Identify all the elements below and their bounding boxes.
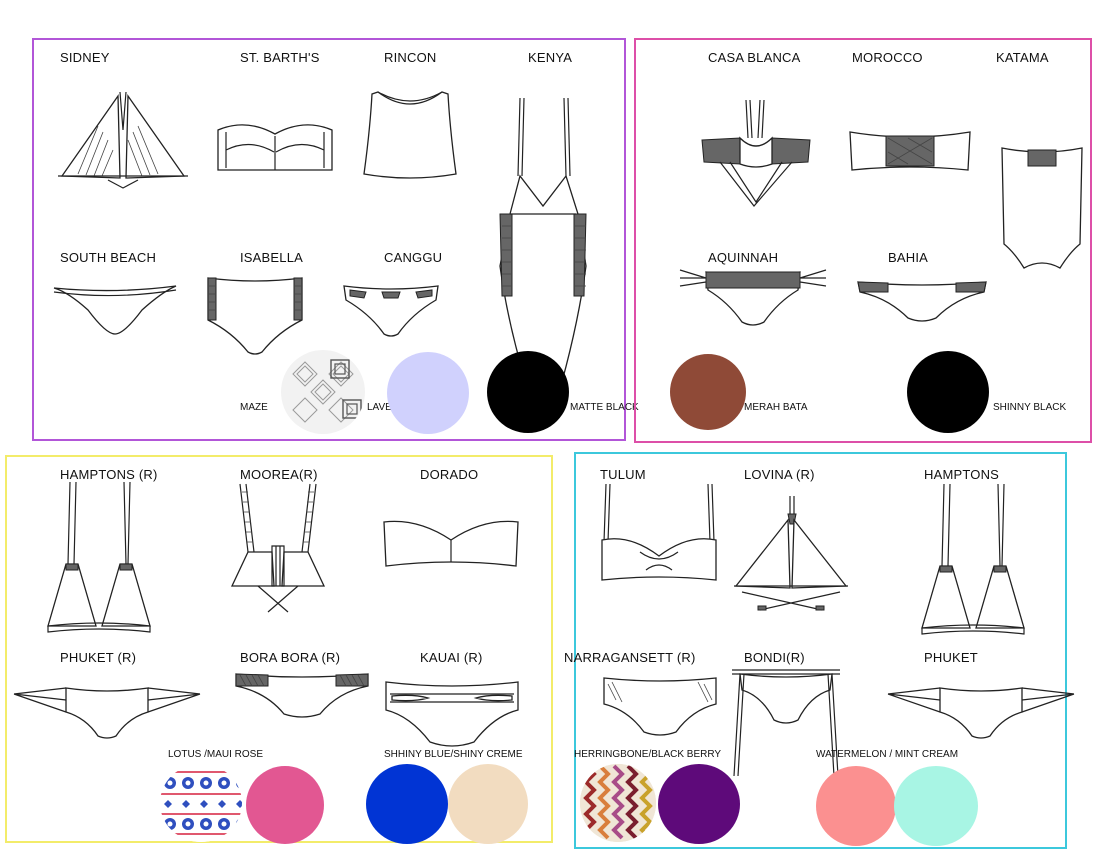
st-barths-top-sketch	[216, 120, 334, 174]
style-label-hamptons: HAMPTONS	[924, 467, 1000, 482]
dorado-top-sketch	[382, 518, 520, 570]
south-beach-bottom-sketch	[52, 284, 178, 336]
style-label-morocco: MOROCCO	[852, 50, 923, 65]
style-label-kauai-r: KAUAI (R)	[420, 650, 483, 665]
swatch-label-merah-bata: MERAH BATA	[744, 402, 808, 413]
group-pink	[634, 38, 1092, 443]
style-label-katama: KATAMA	[996, 50, 1049, 65]
herringbone-pattern-icon	[580, 764, 656, 842]
narragansett-r-bottom-sketch	[602, 674, 718, 738]
swatch-shinny-black	[907, 351, 989, 433]
swatch-mint-cream	[894, 766, 978, 846]
swatch-label-matte-black: MATTE BLACK	[570, 402, 639, 413]
aquinnah-bottom-sketch	[679, 266, 827, 328]
swatch-shiny-creme	[448, 764, 528, 844]
sidney-top-sketch	[58, 90, 188, 190]
swatch-label-shiny-blue-creme: SHHINY BLUE/SHINY CREME	[384, 749, 523, 760]
swatch-maui-rose	[246, 766, 324, 844]
swatch-shiny-blue	[366, 764, 448, 844]
style-label-dorado: DORADO	[420, 467, 479, 482]
canggu-bottom-sketch	[342, 284, 440, 338]
kauai-r-bottom-sketch	[384, 680, 520, 750]
style-label-bahia: BAHIA	[888, 250, 929, 265]
style-label-south-beach: SOUTH BEACH	[60, 250, 157, 265]
style-label-canggu: CANGGU	[384, 250, 443, 265]
style-label-st-barths: ST. BARTH'S	[240, 50, 320, 65]
morocco-top-sketch	[848, 128, 972, 174]
isabella-bottom-sketch	[206, 274, 304, 356]
maze-pattern-icon	[292, 359, 362, 423]
bondi-r-bottom-sketch	[730, 666, 842, 778]
katama-onepiece-sketch	[1000, 144, 1084, 276]
style-label-hamptons-r: HAMPTONS (R)	[60, 467, 158, 482]
style-label-phuket: PHUKET	[924, 650, 978, 665]
style-label-lovina-r: LOVINA (R)	[744, 467, 815, 482]
hamptons-r-top-sketch	[46, 480, 152, 636]
kenya-onepiece-sketch	[498, 96, 588, 401]
style-label-sidney: SIDNEY	[60, 50, 110, 65]
swatch-label-shinny-black: SHINNY BLACK	[993, 402, 1067, 413]
hamptons-top-sketch	[920, 482, 1026, 638]
swatch-black-berry	[658, 764, 740, 844]
style-label-bora-bora-r: BORA BORA (R)	[240, 650, 341, 665]
phuket-bottom-sketch	[886, 684, 1076, 740]
bora-bora-r-bottom-sketch	[234, 672, 370, 720]
style-label-isabella: ISABELLA	[240, 250, 304, 265]
rincon-top-sketch	[363, 90, 457, 179]
swatch-label-watermelon-mint: WATERMELON / MINT CREAM	[816, 749, 959, 760]
casa-blanca-top-sketch	[700, 98, 812, 210]
style-label-narragansett-r: NARRAGANSETT (R)	[564, 650, 696, 665]
style-label-bondi-r: BONDI(R)	[744, 650, 805, 665]
group-purple	[32, 38, 626, 441]
swatch-label-maze: MAZE	[240, 402, 268, 413]
swatch-herringbone	[580, 764, 656, 842]
lovina-r-top-sketch	[732, 494, 850, 614]
style-label-rincon: RINCON	[384, 50, 437, 65]
swatch-label-lotus-maui-rose: LOTUS /MAUI ROSE	[168, 749, 264, 760]
swatch-merah-bata	[670, 354, 746, 430]
phuket-r-bottom-sketch	[12, 684, 202, 740]
tulum-top-sketch	[600, 482, 718, 584]
style-label-kenya: KENYA	[528, 50, 573, 65]
lotus-pattern-icon	[160, 764, 242, 842]
style-label-aquinnah: AQUINNAH	[708, 250, 779, 265]
moorea-r-top-sketch	[228, 482, 328, 616]
swatch-lavender	[387, 352, 469, 434]
swatch-lotus	[160, 764, 242, 842]
style-label-phuket-r: PHUKET (R)	[60, 650, 137, 665]
style-label-tulum: TULUM	[600, 467, 646, 482]
swatch-label-herringbone-blackberry: HERRINGBONE/BLACK BERRY	[574, 749, 722, 760]
swatch-maze	[281, 350, 365, 434]
bahia-bottom-sketch	[856, 280, 988, 324]
style-label-casa-blanca: CASA BLANCA	[708, 50, 801, 65]
group-cyan	[574, 452, 1067, 849]
swatch-matte-black	[487, 351, 569, 433]
style-label-moorea-r: MOOREA(R)	[240, 467, 318, 482]
swatch-watermelon	[816, 766, 896, 846]
